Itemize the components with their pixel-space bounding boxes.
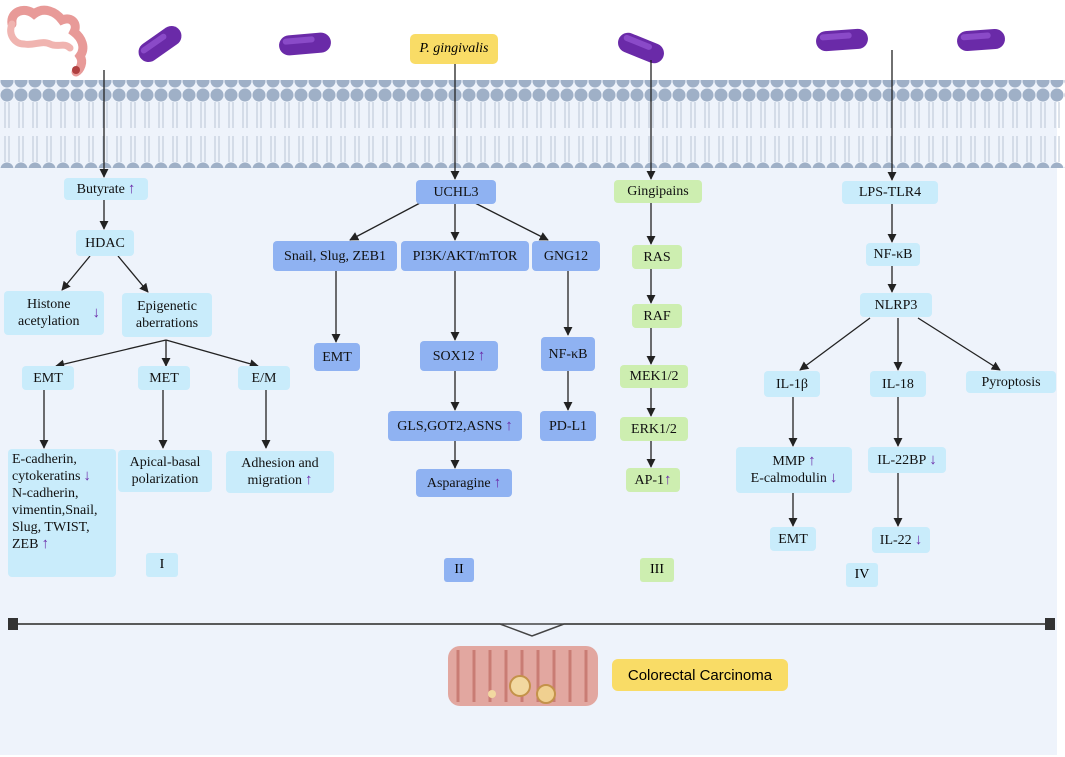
- cell-membrane: [0, 80, 1065, 168]
- marker-line-3: N-cadherin,: [12, 486, 79, 501]
- gng12-node: GNG12: [532, 241, 600, 271]
- emt-node-ii: EMT: [314, 343, 360, 371]
- asparagine-node: Asparagine↑: [416, 469, 512, 497]
- gls-got2-asns-node: GLS,GOT2,ASNS↑: [388, 411, 522, 441]
- bracket: [8, 618, 1055, 637]
- up-arrow-icon: ↑: [477, 347, 486, 364]
- up-arrow-icon: ↑: [808, 453, 816, 469]
- mmp-line: MMP↑: [772, 453, 816, 469]
- bacterium-5: [957, 29, 1005, 51]
- p-gingivalis-label: P. gingivalis: [410, 34, 498, 64]
- epigenetic-aberrations-node: Epigenetic aberrations: [122, 293, 212, 337]
- histone-acetylation-node: Histone acetylation ↓: [4, 291, 104, 335]
- adhesion-migration-node: Adhesion and migration↑: [226, 451, 334, 493]
- raf-node: RAF: [632, 304, 682, 328]
- il1b-node: IL-1β: [764, 371, 820, 397]
- marker-line-2: cytokeratins↓: [12, 468, 91, 484]
- down-arrow-icon: ↓: [92, 304, 101, 321]
- colon-tissue-illustration: [448, 646, 598, 706]
- mek12-node: MEK1/2: [620, 365, 688, 388]
- up-arrow-icon: ↑: [304, 472, 313, 488]
- up-arrow-icon: ↑: [493, 474, 502, 491]
- emt-node-iv: EMT: [770, 527, 816, 551]
- snail-slug-zeb1-node: Snail, Slug, ZEB1: [273, 241, 397, 271]
- butyrate-node: Butyrate↑: [64, 178, 148, 200]
- bacteria-group: [138, 25, 1005, 64]
- hdac-node: HDAC: [76, 230, 134, 256]
- marker-line-4: vimentin,Snail,: [12, 503, 98, 518]
- butyrate-label: Butyrate: [76, 181, 125, 197]
- panel-i-label: I: [146, 553, 178, 577]
- lps-tlr4-node: LPS-TLR4: [842, 181, 938, 204]
- panel-iii-label: III: [640, 558, 674, 582]
- nlrp3-node: NLRP3: [860, 293, 932, 317]
- ap1-label: AP-1: [634, 472, 665, 488]
- panel-ii-label: II: [444, 558, 474, 582]
- adhesion-line-1: Adhesion and: [241, 456, 319, 471]
- ecalmodulin-line: E-calmodulin↓: [750, 470, 838, 486]
- il22bp-node: IL-22BP↓: [868, 447, 946, 473]
- down-arrow-icon: ↓: [929, 451, 937, 468]
- up-arrow-icon: ↑: [41, 536, 49, 552]
- up-arrow-icon: ↑: [505, 417, 513, 434]
- sox12-node: SOX12↑: [420, 341, 498, 371]
- bacterium-4: [816, 28, 868, 52]
- panel-iv-label: IV: [846, 563, 878, 587]
- mmp-ecalmodulin-node: MMP↑ E-calmodulin↓: [736, 447, 852, 493]
- emt-node: EMT: [22, 366, 74, 390]
- marker-line-6: ZEB↑: [12, 536, 49, 552]
- erk12-node: ERK1/2: [620, 417, 688, 441]
- il22-node: IL-22↓: [872, 527, 930, 553]
- apical-basal-node: Apical-basal polarization: [118, 450, 212, 492]
- ras-node: RAS: [632, 245, 682, 269]
- down-arrow-icon: ↓: [83, 468, 91, 484]
- down-arrow-icon: ↓: [914, 531, 923, 548]
- arrows: [39, 40, 1001, 527]
- up-arrow-icon: ↑: [664, 471, 672, 488]
- emt-markers-node: E-cadherin, cytokeratins↓ N-cadherin, vi…: [8, 449, 116, 577]
- asparagine-label: Asparagine: [426, 475, 491, 491]
- pd-l1-node: PD-L1: [540, 411, 596, 441]
- colon-illustration: [7, 5, 88, 77]
- gingipains-node: Gingipains: [614, 180, 702, 203]
- gls-label: GLS,GOT2,ASNS: [397, 418, 503, 434]
- colorectal-carcinoma-label: Colorectal Carcinoma: [612, 659, 788, 691]
- bacterium-1: [138, 25, 182, 63]
- nfkb-node-ii: NF-κB: [541, 337, 595, 371]
- bacterium-3: [618, 32, 664, 64]
- marker-line-5: Slug, TWIST,: [12, 520, 90, 535]
- histone-label: Histone acetylation: [18, 297, 80, 329]
- adhesion-line-2: migration↑: [247, 472, 313, 488]
- nfkb-node-iv: NF-κB: [866, 243, 920, 266]
- down-arrow-icon: ↓: [829, 470, 838, 486]
- pi3k-akt-mtor-node: PI3K/AKT/mTOR: [401, 241, 529, 271]
- il22-label: IL-22: [879, 532, 912, 548]
- marker-line-1: E-cadherin,: [12, 452, 77, 467]
- uchl3-node: UCHL3: [416, 180, 496, 204]
- sox12-label: SOX12: [432, 348, 475, 364]
- met-node: MET: [138, 366, 190, 390]
- ap1-node: AP-1↑: [626, 468, 680, 492]
- il18-node: IL-18: [870, 371, 926, 397]
- up-arrow-icon: ↑: [127, 180, 136, 197]
- em-node: E/M: [238, 366, 290, 390]
- bacterium-2: [279, 32, 331, 56]
- il22bp-label: IL-22BP: [877, 452, 927, 468]
- pyroptosis-node: Pyroptosis: [966, 371, 1056, 393]
